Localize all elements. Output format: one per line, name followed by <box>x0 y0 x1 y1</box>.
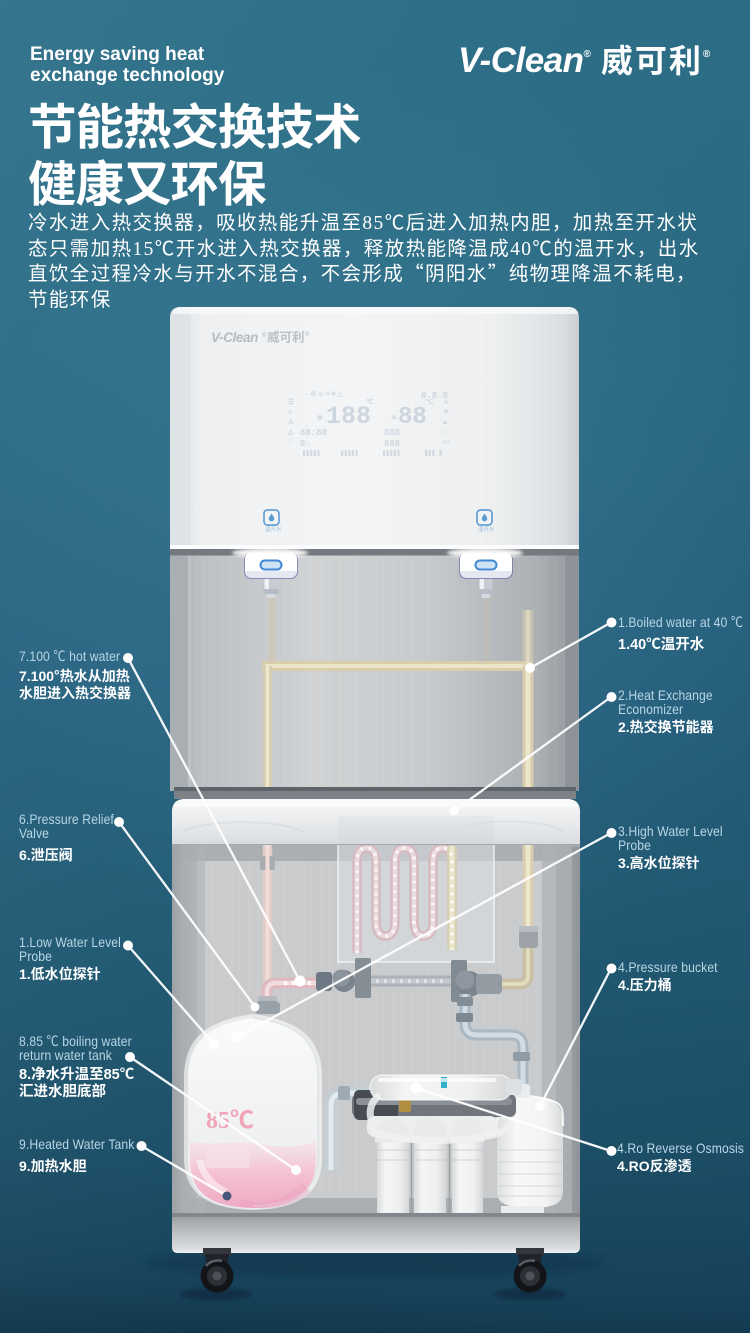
svg-text:8⌂: 8⌂ <box>300 439 311 449</box>
svg-text:8.8.8: 8.8.8 <box>421 391 448 401</box>
svg-text:℃: ℃ <box>426 398 434 407</box>
svg-text:♨: ♨ <box>443 398 449 407</box>
svg-text:®: ® <box>305 331 310 338</box>
svg-text:☀: ☀ <box>443 408 449 417</box>
svg-text:88: 88 <box>398 404 427 431</box>
svg-text:≈: ≈ <box>288 409 292 417</box>
svg-text:V-Clean: V-Clean <box>211 330 258 345</box>
svg-text:○: ○ <box>443 429 447 437</box>
svg-text:℃: ℃ <box>366 398 374 407</box>
svg-text:▲: ▲ <box>443 419 448 427</box>
svg-text:888: 888 <box>384 439 400 449</box>
svg-text:☰: ☰ <box>288 399 294 407</box>
svg-text:®: ® <box>262 332 267 339</box>
svg-text:温开水: 温开水 <box>478 525 495 533</box>
svg-text:温开水: 温开水 <box>265 525 282 533</box>
svg-text:-⚙♨≉☀△: -⚙♨≉☀△ <box>305 390 344 398</box>
svg-text:88:88: 88:88 <box>300 428 327 438</box>
svg-text:❄: ❄ <box>317 414 323 423</box>
svg-text:威可利: 威可利 <box>267 327 305 346</box>
svg-text:♨: ♨ <box>288 418 294 427</box>
svg-text:▭: ▭ <box>443 439 450 447</box>
svg-text:85℃: 85℃ <box>206 1100 254 1135</box>
svg-text:188: 188 <box>326 402 371 431</box>
svg-text:888: 888 <box>384 428 400 438</box>
svg-text:☀: ☀ <box>391 414 397 423</box>
svg-text:□: □ <box>288 439 293 447</box>
svg-text:△: △ <box>287 429 294 437</box>
